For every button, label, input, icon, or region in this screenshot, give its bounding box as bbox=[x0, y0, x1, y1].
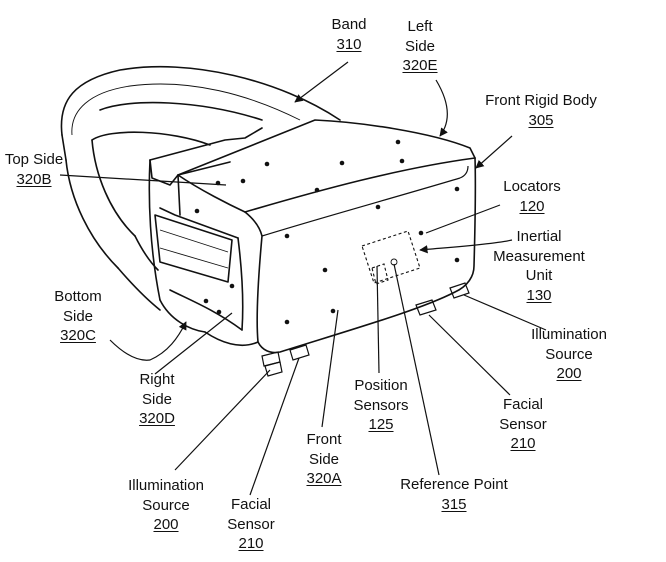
bottom-emitters bbox=[262, 283, 469, 376]
label-locators: Locators 120 bbox=[503, 177, 561, 216]
top-surface bbox=[178, 120, 475, 212]
front-face bbox=[245, 158, 475, 353]
imu-box bbox=[362, 231, 420, 284]
label-illumination-source-right: Illumination Source 200 bbox=[531, 325, 607, 384]
label-position-sensors: Position Sensors 125 bbox=[353, 376, 408, 435]
label-reference-point: Reference Point 315 bbox=[400, 475, 508, 514]
label-top-side: Top Side 320B bbox=[5, 150, 63, 189]
leader-lines bbox=[60, 62, 546, 495]
right-side-panel bbox=[160, 175, 258, 345]
strap-buckle bbox=[155, 215, 232, 282]
label-right-side: Right Side 320D bbox=[139, 370, 175, 429]
label-illumination-source-left: Illumination Source 200 bbox=[128, 476, 204, 535]
label-front-rigid-body: Front Rigid Body 305 bbox=[485, 91, 597, 130]
label-left-side: Left Side 320E bbox=[402, 17, 437, 76]
label-facial-sensor-right: Facial Sensor 210 bbox=[499, 395, 547, 454]
label-bottom-side: Bottom Side 320C bbox=[54, 287, 102, 346]
label-band: Band 310 bbox=[331, 15, 366, 54]
label-imu: Inertial Measurement Unit 130 bbox=[493, 227, 585, 305]
label-facial-sensor-left: Facial Sensor 210 bbox=[227, 495, 275, 554]
label-front-side: Front Side 320A bbox=[306, 430, 341, 489]
